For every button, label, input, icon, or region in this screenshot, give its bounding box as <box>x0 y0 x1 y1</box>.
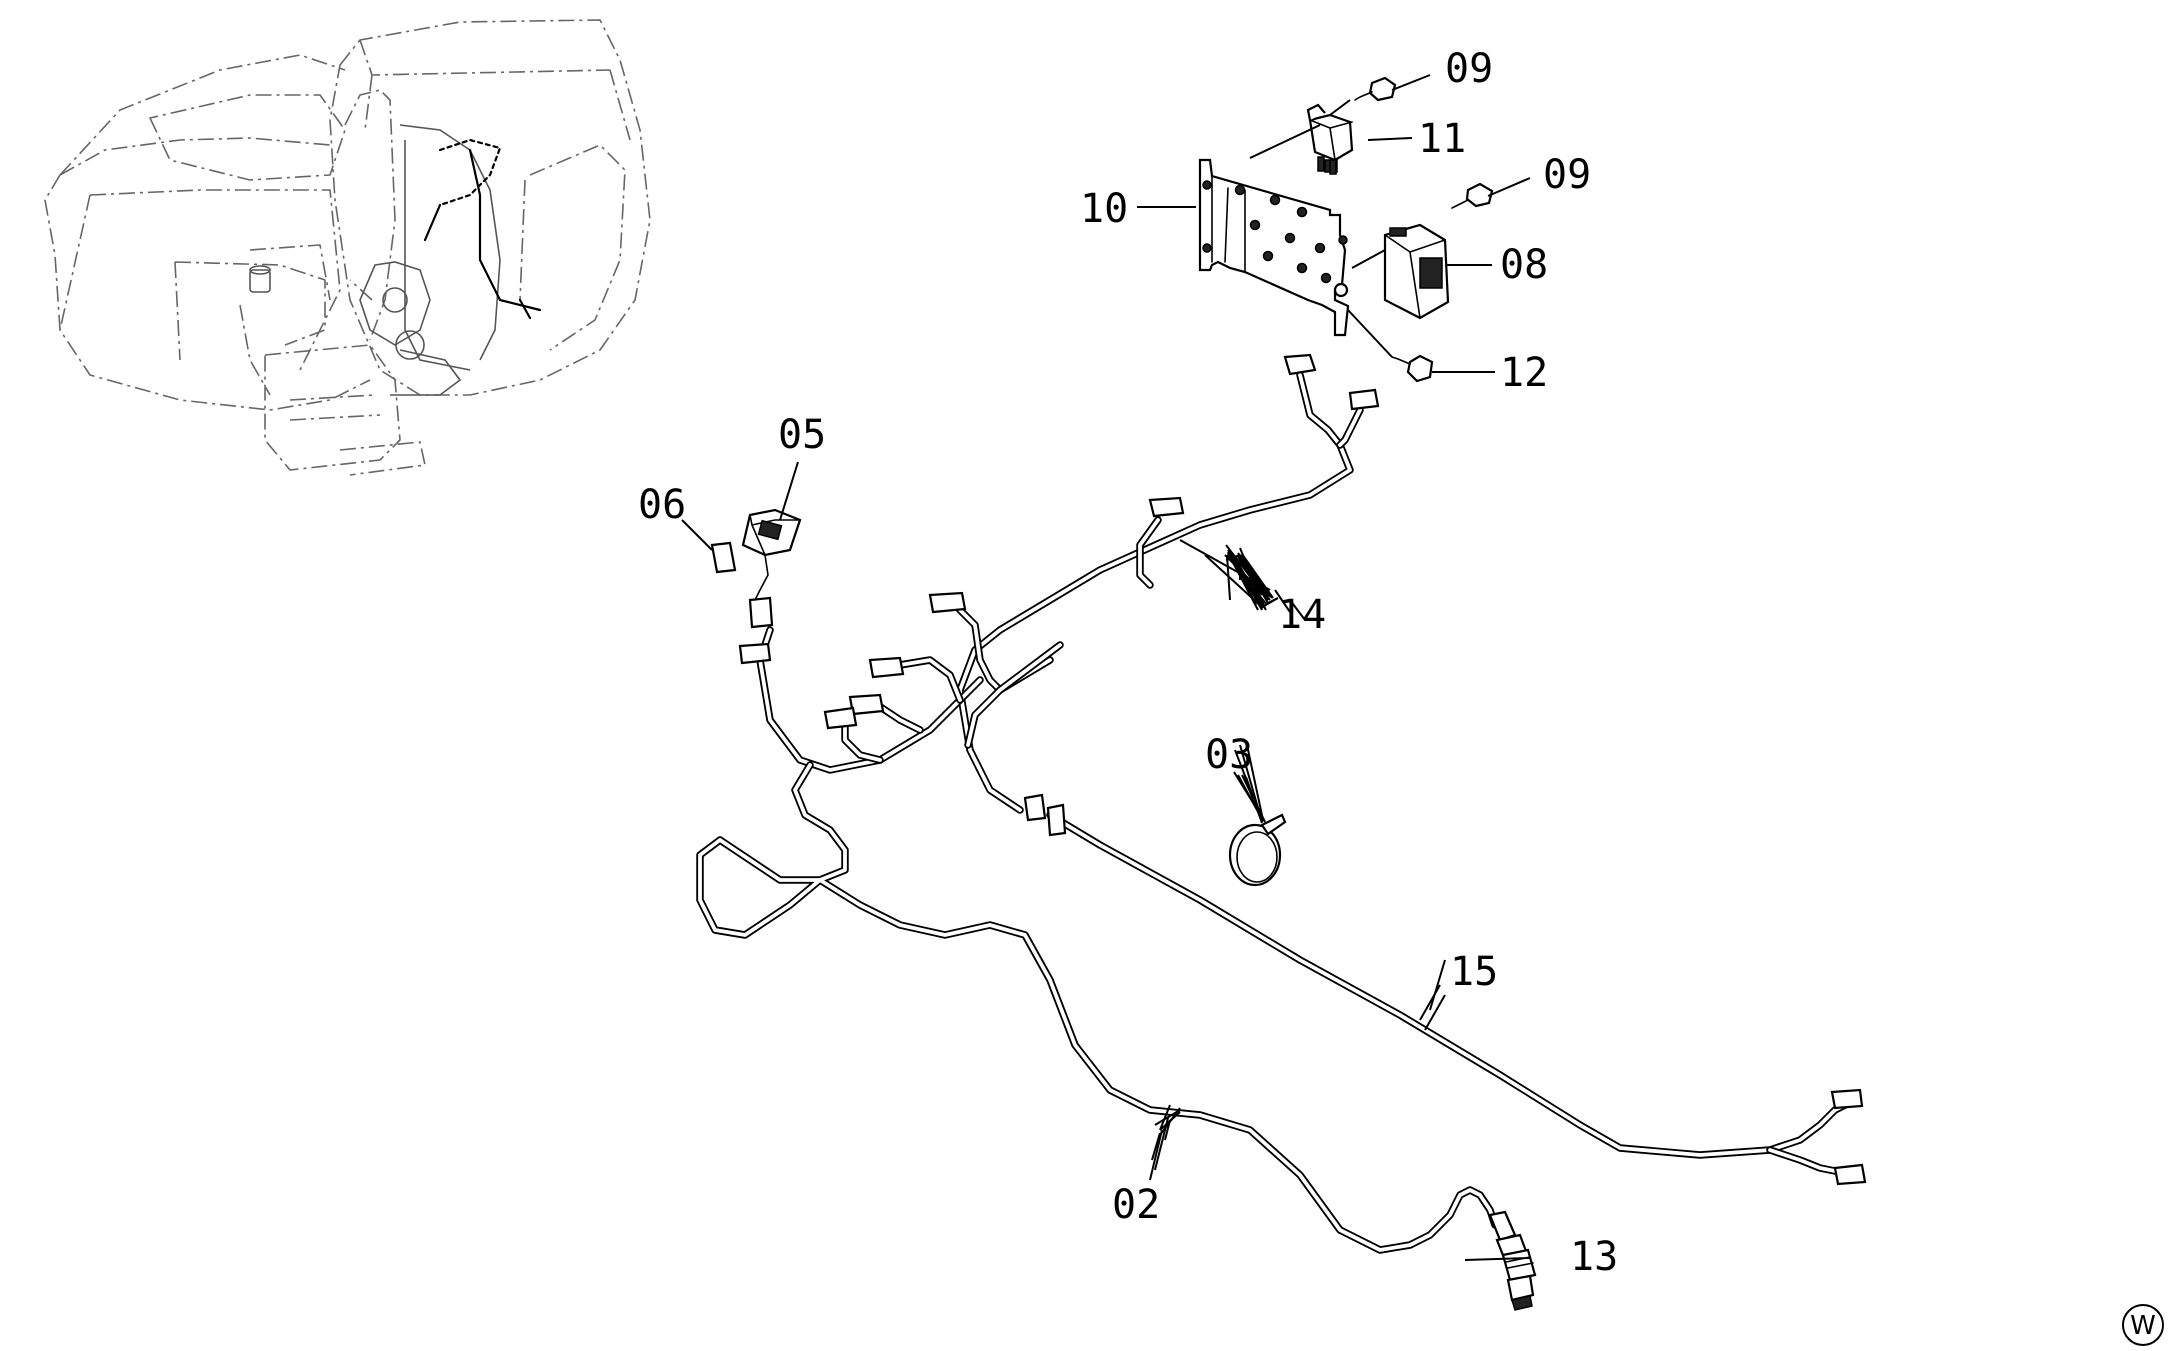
relay <box>1306 103 1354 175</box>
label-leaders <box>1149 554 1446 1181</box>
decal <box>710 541 737 574</box>
label-11: 11 <box>1418 116 1466 162</box>
label-08: 08 <box>1500 242 1548 288</box>
mounting-bracket <box>1198 158 1350 337</box>
machine-overview <box>44 19 651 476</box>
label-09-lower: 09 <box>1543 152 1591 198</box>
part-labels: 09 11 10 09 08 12 05 06 14 03 15 02 13 <box>638 46 1618 1280</box>
harness-connectors <box>738 353 1867 1186</box>
label-06: 06 <box>638 482 686 528</box>
label-10: 10 <box>1080 186 1128 232</box>
bolt-09-upper <box>1354 76 1397 102</box>
corner-mark-text: W <box>2130 1311 2156 1341</box>
bolt-12 <box>1391 354 1434 383</box>
control-unit <box>1383 223 1450 320</box>
label-12: 12 <box>1500 350 1548 396</box>
switch <box>741 508 802 601</box>
label-15: 15 <box>1450 949 1498 995</box>
label-02: 02 <box>1112 1182 1160 1228</box>
bolt-09-lower <box>1451 182 1494 209</box>
pressure-sensor <box>1488 1210 1537 1311</box>
label-14: 14 <box>1278 592 1326 638</box>
wiring-harness-14 <box>756 371 1364 814</box>
corner-mark: W <box>2122 1304 2164 1346</box>
wiring-harness-15 <box>1046 811 1849 1176</box>
label-09-upper: 09 <box>1445 46 1493 92</box>
label-03: 03 <box>1205 732 1253 778</box>
label-13: 13 <box>1570 1234 1618 1280</box>
label-05: 05 <box>778 412 826 458</box>
clamp <box>1228 813 1287 887</box>
wiring-harness-02 <box>696 761 1499 1254</box>
